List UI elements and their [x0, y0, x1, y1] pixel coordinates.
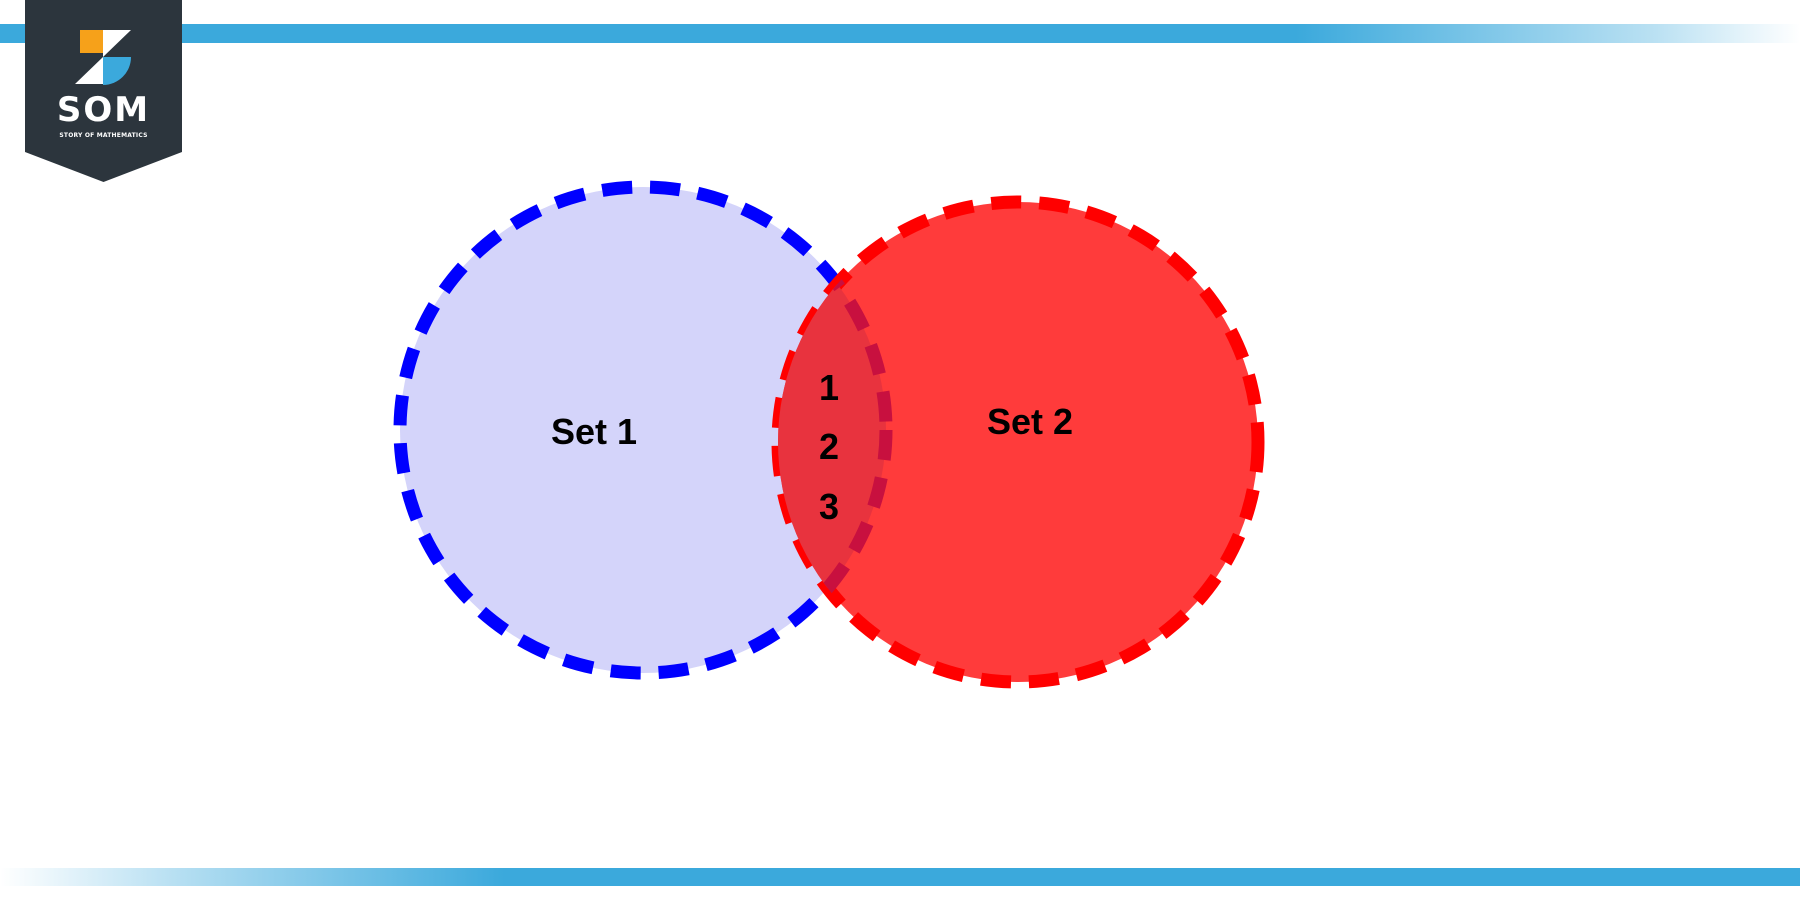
intersection-element: 1: [819, 367, 839, 408]
top-accent-band: [0, 24, 1800, 43]
intersection-border: [778, 202, 893, 680]
set-2-circle: [771, 195, 1265, 689]
som-logo: SOM STORY OF MATHEMATICS: [25, 0, 182, 182]
intersection-element: 2: [819, 426, 839, 467]
logo-tagline: STORY OF MATHEMATICS: [59, 132, 148, 139]
bottom-accent-band: [0, 868, 1800, 886]
logo-badge-icon: [25, 0, 182, 182]
intersection-element: 3: [819, 486, 839, 527]
logo-wordmark: SOM: [56, 90, 151, 130]
set-1-label: Set 1: [551, 411, 637, 452]
set-2-label: Set 2: [987, 401, 1073, 442]
